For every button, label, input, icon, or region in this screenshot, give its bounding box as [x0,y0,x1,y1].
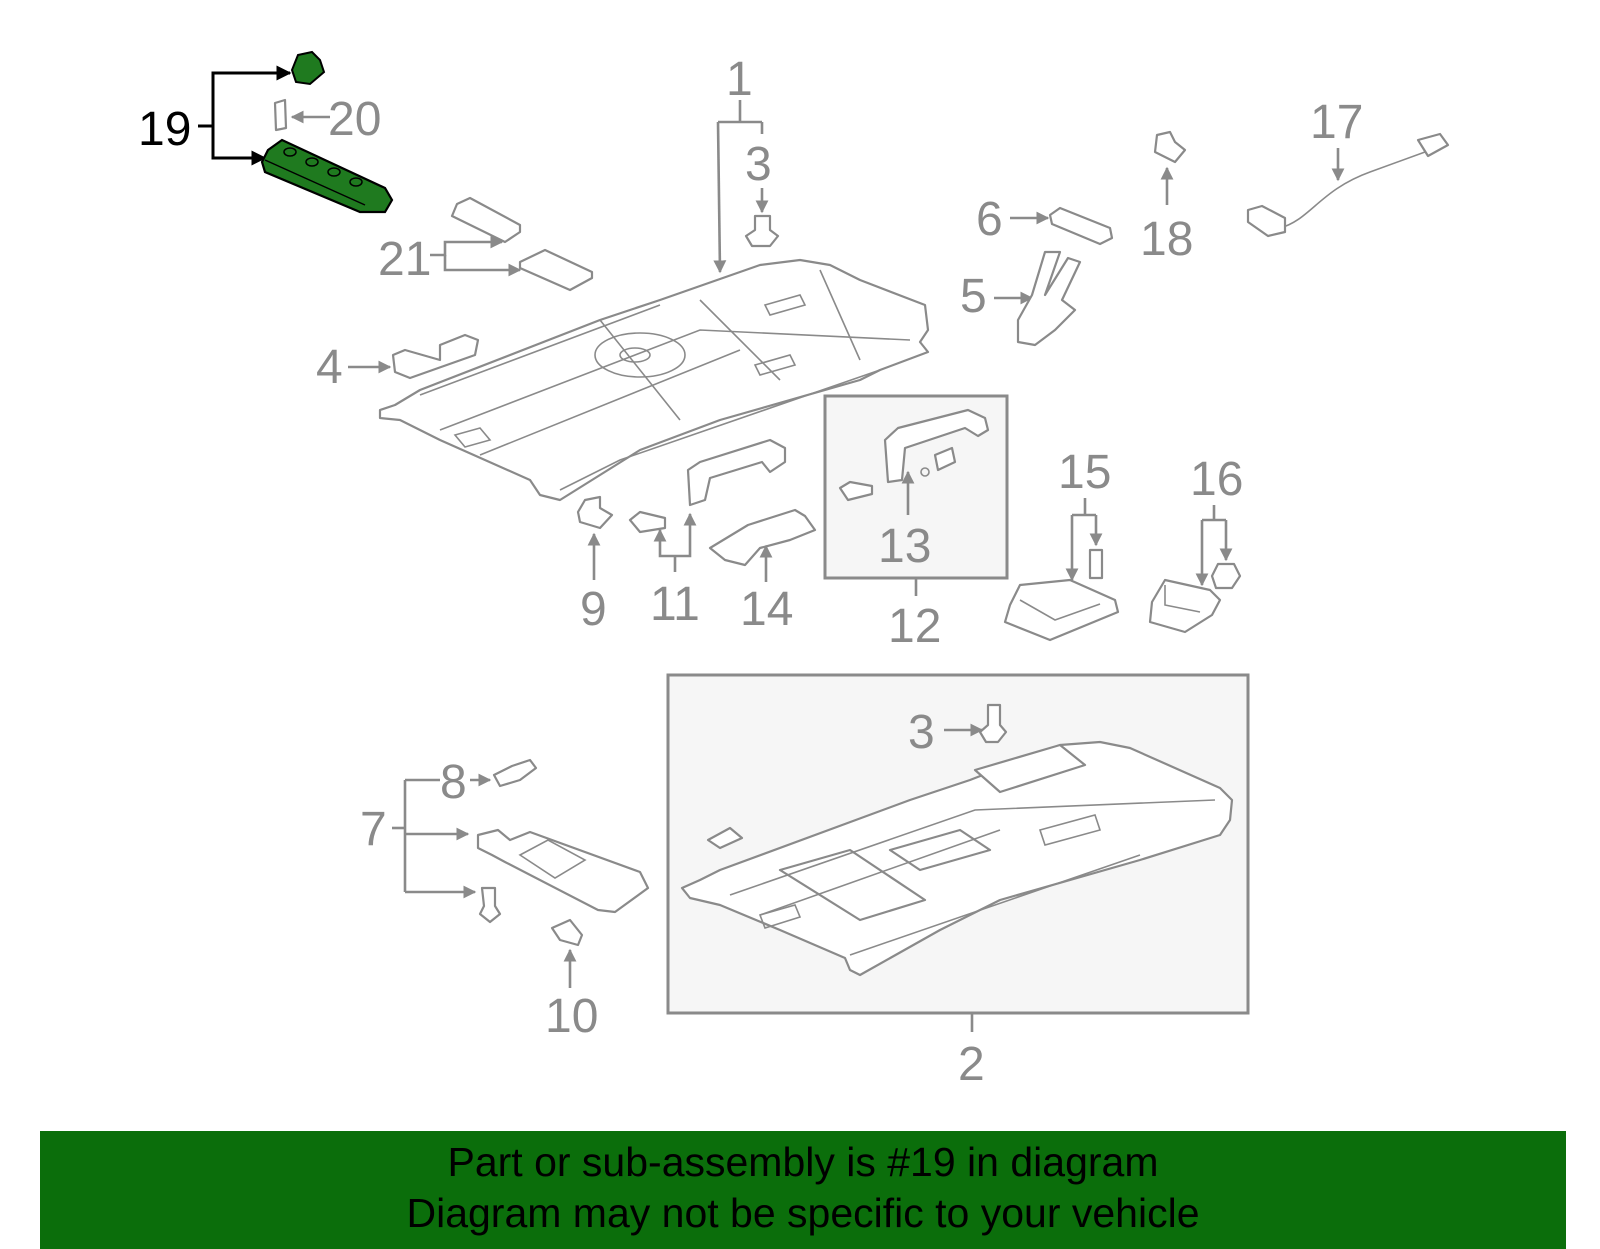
part-1-group[interactable]: 1 [378,53,930,502]
part-15-group[interactable]: 15 [1003,446,1120,642]
part-18-group[interactable]: 18 [1140,130,1193,266]
callout-13[interactable]: 13 [878,520,931,573]
callout-9[interactable]: 9 [580,583,607,636]
part-12-group[interactable]: 13 12 [823,394,1009,653]
callout-12[interactable]: 12 [888,600,941,653]
part-2-group[interactable]: 3 2 [666,673,1250,1091]
part-6-group[interactable]: 6 [976,193,1114,246]
callout-20[interactable]: 20 [328,93,381,146]
callout-2[interactable]: 2 [958,1038,985,1091]
part-5-group[interactable]: 5 [960,250,1082,347]
part-3a-group[interactable]: 3 [744,138,780,248]
callout-7[interactable]: 7 [360,803,387,856]
part-4-group[interactable]: 4 [316,333,480,394]
banner-line-1: Part or sub-assembly is #19 in diagram [447,1139,1159,1185]
part-11-group[interactable]: 11 [628,438,787,631]
info-banner: Part or sub-assembly is #19 in diagram D… [40,1131,1566,1249]
callout-21[interactable]: 21 [378,233,431,286]
callout-10[interactable]: 10 [545,990,598,1043]
part-16-group[interactable]: 16 [1148,453,1243,634]
callout-4[interactable]: 4 [316,341,343,394]
callout-6[interactable]: 6 [976,193,1003,246]
callout-11[interactable]: 11 [650,578,700,631]
callout-5[interactable]: 5 [960,270,987,323]
part-7-group[interactable]: 7 [360,778,650,924]
part-19-lens[interactable] [290,50,326,86]
callout-18[interactable]: 18 [1140,213,1193,266]
part-19-group[interactable]: 19 [138,50,394,214]
part-20-group[interactable]: 20 [273,93,381,146]
callout-16[interactable]: 16 [1190,453,1243,506]
part-17-group[interactable]: 17 [1246,96,1450,238]
parts-diagram: 19 20 21 1 3 [138,50,1450,1091]
callout-8[interactable]: 8 [440,756,467,809]
part-9-group[interactable]: 9 [576,495,614,636]
banner-line-2: Diagram may not be specific to your vehi… [406,1190,1200,1236]
part-14-group[interactable]: 14 [708,508,817,636]
callout-3a[interactable]: 3 [745,138,772,191]
callout-19[interactable]: 19 [138,103,191,156]
callout-14[interactable]: 14 [740,583,793,636]
callout-1[interactable]: 1 [726,53,753,106]
part-21-group[interactable]: 21 [378,196,594,292]
part-8-group[interactable]: 8 [440,756,538,809]
callout-17[interactable]: 17 [1310,96,1363,149]
part-10-group[interactable]: 10 [545,918,598,1043]
callout-15[interactable]: 15 [1058,446,1111,499]
part-19-housing[interactable] [260,138,394,214]
callout-3b[interactable]: 3 [908,706,935,759]
